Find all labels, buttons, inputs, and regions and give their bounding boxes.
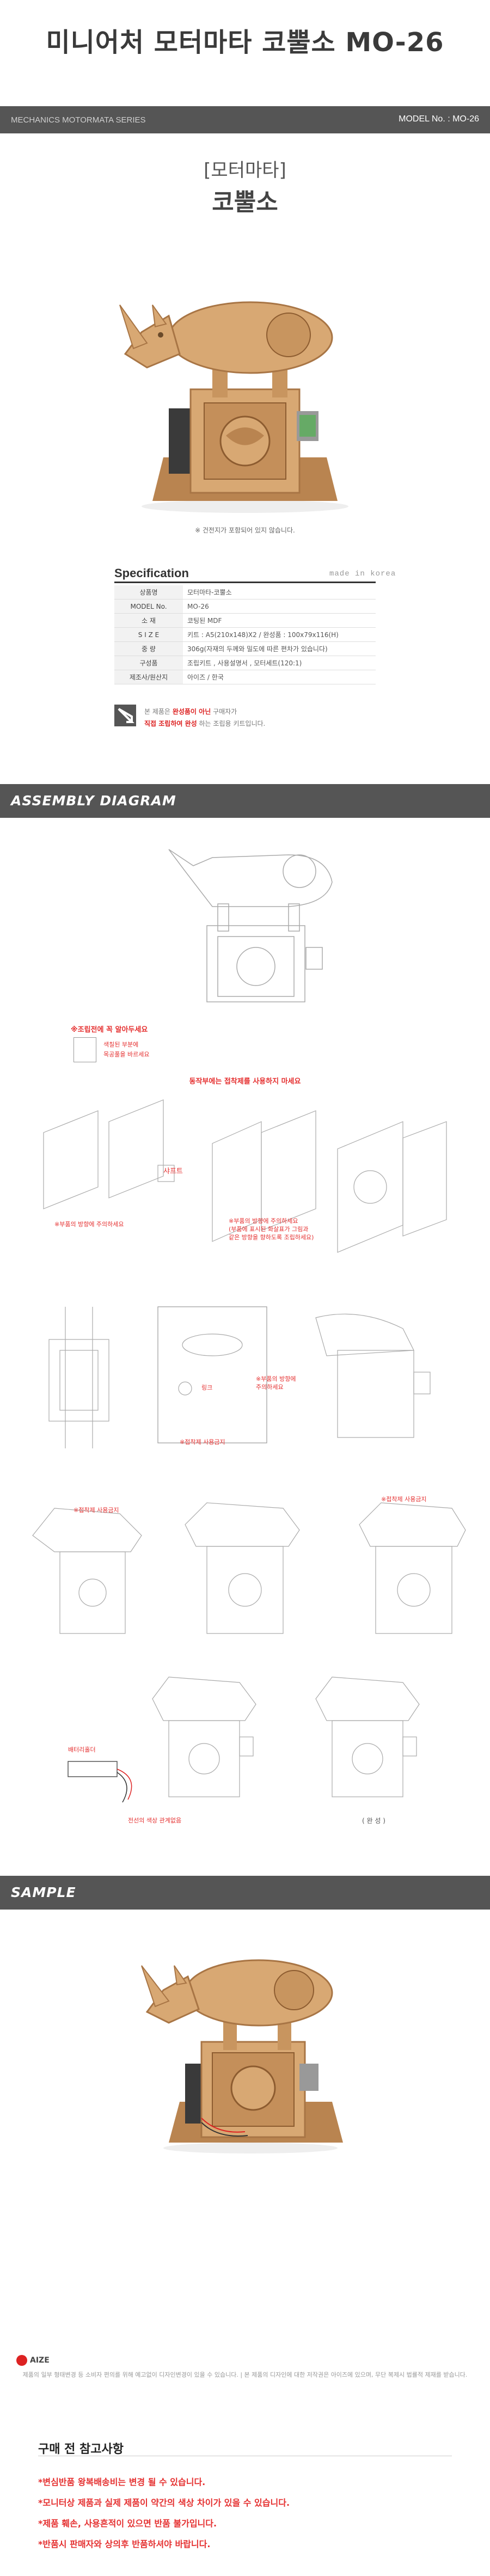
brand-logo-icon (16, 2355, 27, 2366)
assembly-section-bar: ASSEMBLY DIAGRAM (0, 784, 490, 818)
spec-value: 키트 : A5(210x148)X2 / 완성품 : 100x79x116(H) (183, 627, 376, 642)
spec-key: 중 량 (114, 641, 183, 656)
product-name: 코뿔소 (212, 188, 278, 216)
caution-text: 본 제품은 완성품이 아닌 구매자가 직접 조립하여 완성 하는 조립용 키트입… (144, 706, 265, 730)
caution-l1b: 완성품이 아닌 (172, 708, 211, 715)
label-direction-3: (부품에 표시된 화살표가 그림과 (229, 1226, 309, 1233)
purchase-note-1: *변심반품 왕복배송비는 변경 될 수 있습니다. (38, 2477, 206, 2487)
label-direction-group-2: ※부품의 방향에 주의하세요 (256, 1375, 296, 1391)
purchase-note-3: *제품 훼손, 사용흔적이 있으면 반품 불가입니다. (38, 2518, 217, 2529)
spec-value: 아이즈 / 한국 (183, 670, 376, 684)
spec-key: S I Z E (114, 627, 183, 642)
arrow-icon (114, 705, 136, 726)
assembly-step3-drawing (32, 1502, 466, 1634)
spec-key: 구성품 (114, 656, 183, 670)
assembly-note-body-2: 목공풀을 바르세요 (103, 1051, 150, 1058)
caution-l1c: 구매자가 (213, 708, 237, 715)
purchase-notes-title: 구매 전 참고사항 (38, 2443, 124, 2456)
product-photo (119, 301, 348, 513)
caution-l2a: 직접 조립하여 완성 (144, 720, 197, 727)
assembly-step2-drawing (48, 1306, 431, 1448)
page-title: 미니어처 모터마타 코뿔소 MO-26 (46, 27, 444, 58)
label-no-glue-3: ※접착제 사용금지 (381, 1496, 427, 1503)
assembly-step1-drawing (43, 1099, 447, 1253)
sample-photo (141, 1959, 343, 2153)
spec-title: Specification (114, 566, 189, 580)
adhesive-warning: 동작부에는 접착제를 사용하지 마세요 (189, 1078, 301, 1086)
assembly-note-body-1: 색칠된 부분에 (103, 1041, 139, 1048)
label-direction-4: 같은 방향을 향하도록 조립하세요) (229, 1234, 314, 1241)
label-crank: 링크 (201, 1384, 213, 1391)
label-no-glue-2: ※접착제 사용금지 (74, 1507, 119, 1514)
label-direction-group: ※부품의 방향에 주의하세요 (부품에 표시된 화살표가 그림과 같은 방향을 … (229, 1217, 314, 1241)
sample-section-bar: SAMPLE (0, 1876, 490, 1910)
assembly-step4-drawing (152, 1676, 420, 1797)
series-label: MECHANICS MOTORMATA SERIES (11, 115, 146, 125)
spec-value: 조립키트 , 사용설명서 , 모터세트(120:1) (183, 656, 376, 670)
purchase-note-2: *모니터상 제품과 실제 제품이 약간의 색상 차이가 있을 수 있습니다. (38, 2498, 290, 2508)
purchase-note-4: *반품시 판매자와 상의후 반품하셔야 바랍니다. (38, 2539, 211, 2549)
spec-key: 상품명 (114, 585, 183, 599)
label-complete: ( 완 성 ) (362, 1817, 385, 1825)
assembly-note-body: 색칠된 부분에 목공풀을 바르세요 (103, 1040, 149, 1060)
product-category: [모터마타] (204, 160, 286, 181)
label-direction-1: ※부품의 방향에 주의하세요 (54, 1221, 124, 1228)
caution-box: 본 제품은 완성품이 아닌 구매자가 직접 조립하여 완성 하는 조립용 키트입… (114, 702, 376, 734)
assembly-section-title: ASSEMBLY DIAGRAM (11, 793, 176, 809)
spec-row: MODEL No.MO-26 (114, 599, 376, 614)
spec-brand: made in korea (329, 570, 396, 578)
spec-value: 모터마타-코뿔소 (183, 585, 376, 599)
series-bar: MECHANICS MOTORMATA SERIES MODEL No. : M… (0, 106, 490, 133)
label-shaft: 샤프트 (163, 1167, 183, 1176)
photo-note: ※ 건전지가 포함되어 있지 않습니다. (195, 527, 295, 534)
hand-icon (74, 1037, 96, 1062)
label-direction-5: ※부품의 방향에 (256, 1375, 296, 1382)
spec-value: 코팅된 MDF (183, 613, 376, 628)
label-wire-color: 전선의 색상 관계없음 (128, 1817, 182, 1824)
spec-key: MODEL No. (114, 599, 183, 614)
spec-key: 소 재 (114, 613, 183, 628)
assembly-overview-drawing (168, 849, 333, 1002)
caution-l1a: 본 제품은 (144, 708, 170, 715)
spec-value: 306g(자재의 두께와 밀도에 따른 편차가 있습니다) (183, 641, 376, 656)
battery-holder-drawing (68, 1761, 132, 1803)
caution-l2b: 하는 조립용 키트입니다. (199, 720, 266, 727)
sample-section-title: SAMPLE (11, 1884, 76, 1900)
brand-logo-text: AIZE (30, 2356, 50, 2365)
label-direction-2: ※부품의 방향에 주의하세요 (229, 1217, 298, 1225)
spec-divider (114, 582, 376, 583)
assembly-note-title: ※조립전에 꼭 알아두세요 (71, 1026, 148, 1034)
label-direction-6: 주의하세요 (256, 1384, 284, 1391)
spec-key: 제조사/원산지 (114, 670, 183, 684)
spec-value: MO-26 (183, 599, 376, 614)
label-battery-holder: 배터리홀더 (68, 1746, 96, 1753)
model-label: MODEL No. : MO-26 (399, 114, 479, 124)
disclaimer: 제품의 일부 형태변경 등 소비자 편의를 위해 예고없이 디자인변경이 있을 … (22, 2371, 468, 2378)
label-no-glue-1: ※접착제 사용금지 (180, 1439, 225, 1446)
